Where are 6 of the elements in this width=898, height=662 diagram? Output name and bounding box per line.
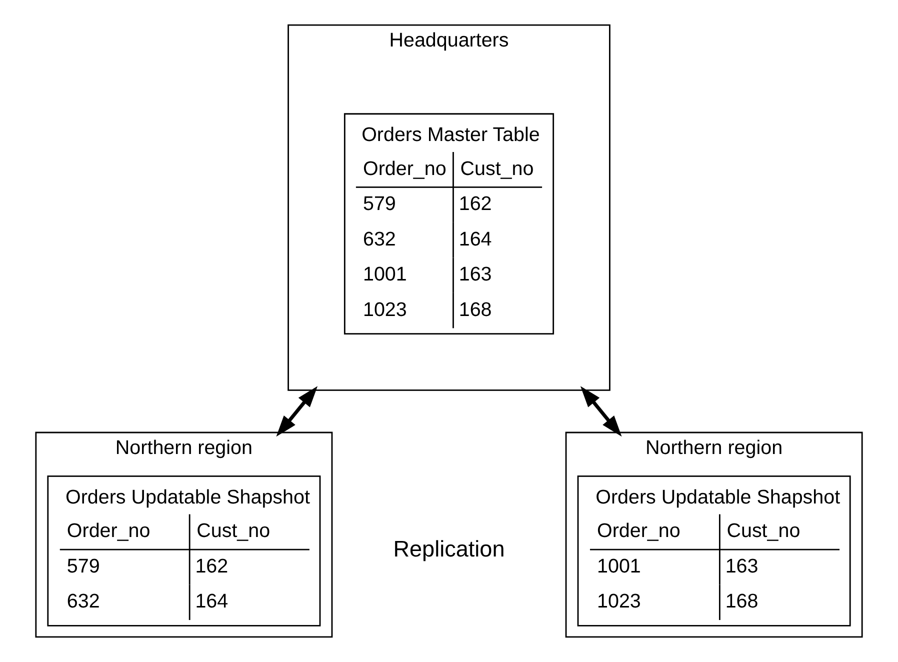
node-box: Orders Updatable Shapshot Order_no Cust_no 1001 163 1023 168: [577, 476, 851, 626]
node-box: Orders Updatable Shapshot Order_no Cust_no 579 162 632 164: [47, 476, 321, 626]
label: Replication: [393, 536, 505, 562]
arrow: [276, 386, 318, 437]
node-box: Orders Master Table Order_no Cust_no 579 162 632 164 1001 163 1023 168: [344, 113, 554, 335]
arrow: [580, 386, 622, 437]
